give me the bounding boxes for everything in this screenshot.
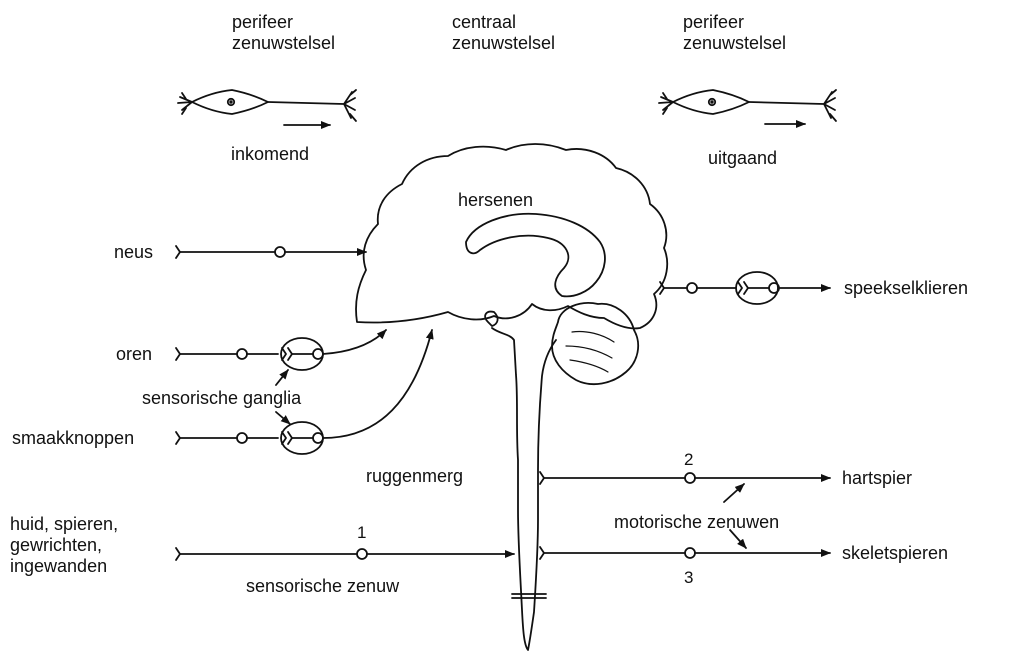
spinal-cord-outline bbox=[492, 328, 556, 650]
nerve-number-3: 3 bbox=[684, 567, 693, 588]
motorische-zenuwen-label: motorische zenuwen bbox=[614, 512, 779, 533]
center-title: centraal zenuwstelsel bbox=[452, 12, 555, 54]
incoming-neuron-icon bbox=[178, 90, 356, 125]
nerve-number-1: 1 bbox=[357, 522, 366, 543]
ganglia-pointer-lower bbox=[276, 412, 290, 424]
hartspier-label: hartspier bbox=[842, 468, 912, 489]
ruggenmerg-label: ruggenmerg bbox=[366, 466, 463, 487]
hartspier-nerve-path bbox=[540, 472, 830, 484]
neus-nerve-path bbox=[176, 246, 366, 258]
sensorische-zenuw-path bbox=[176, 548, 514, 560]
sensorische-ganglia-label: sensorische ganglia bbox=[142, 388, 301, 409]
nerve-number-2: 2 bbox=[684, 449, 693, 470]
incoming-label: inkomend bbox=[231, 144, 309, 165]
hersenen-label: hersenen bbox=[458, 190, 533, 211]
oren-nerve-path bbox=[176, 330, 386, 370]
skeletspieren-label: skeletspieren bbox=[842, 543, 948, 564]
oren-label: oren bbox=[116, 344, 152, 365]
smaakknoppen-label: smaakknoppen bbox=[12, 428, 134, 449]
outgoing-label: uitgaand bbox=[708, 148, 777, 169]
ganglia-pointer-upper bbox=[276, 370, 288, 385]
right-title: perifeer zenuwstelsel bbox=[683, 12, 786, 54]
neus-label: neus bbox=[114, 242, 153, 263]
speekselklieren-label: speekselklieren bbox=[844, 278, 968, 299]
brain-outline bbox=[356, 144, 667, 328]
left-title: perifeer zenuwstelsel bbox=[232, 12, 335, 54]
speekselklieren-nerve-path bbox=[660, 272, 830, 304]
motor-pointer-upper bbox=[724, 484, 744, 502]
outgoing-neuron-icon bbox=[659, 90, 836, 124]
sensorische-zenuw-label: sensorische zenuw bbox=[246, 576, 399, 597]
corpus-callosum-outline bbox=[466, 214, 605, 297]
huid-label: huid, spieren, gewrichten, ingewanden bbox=[10, 514, 118, 577]
cerebellum-outline bbox=[552, 303, 638, 384]
skeletspieren-nerve-path bbox=[540, 547, 830, 559]
